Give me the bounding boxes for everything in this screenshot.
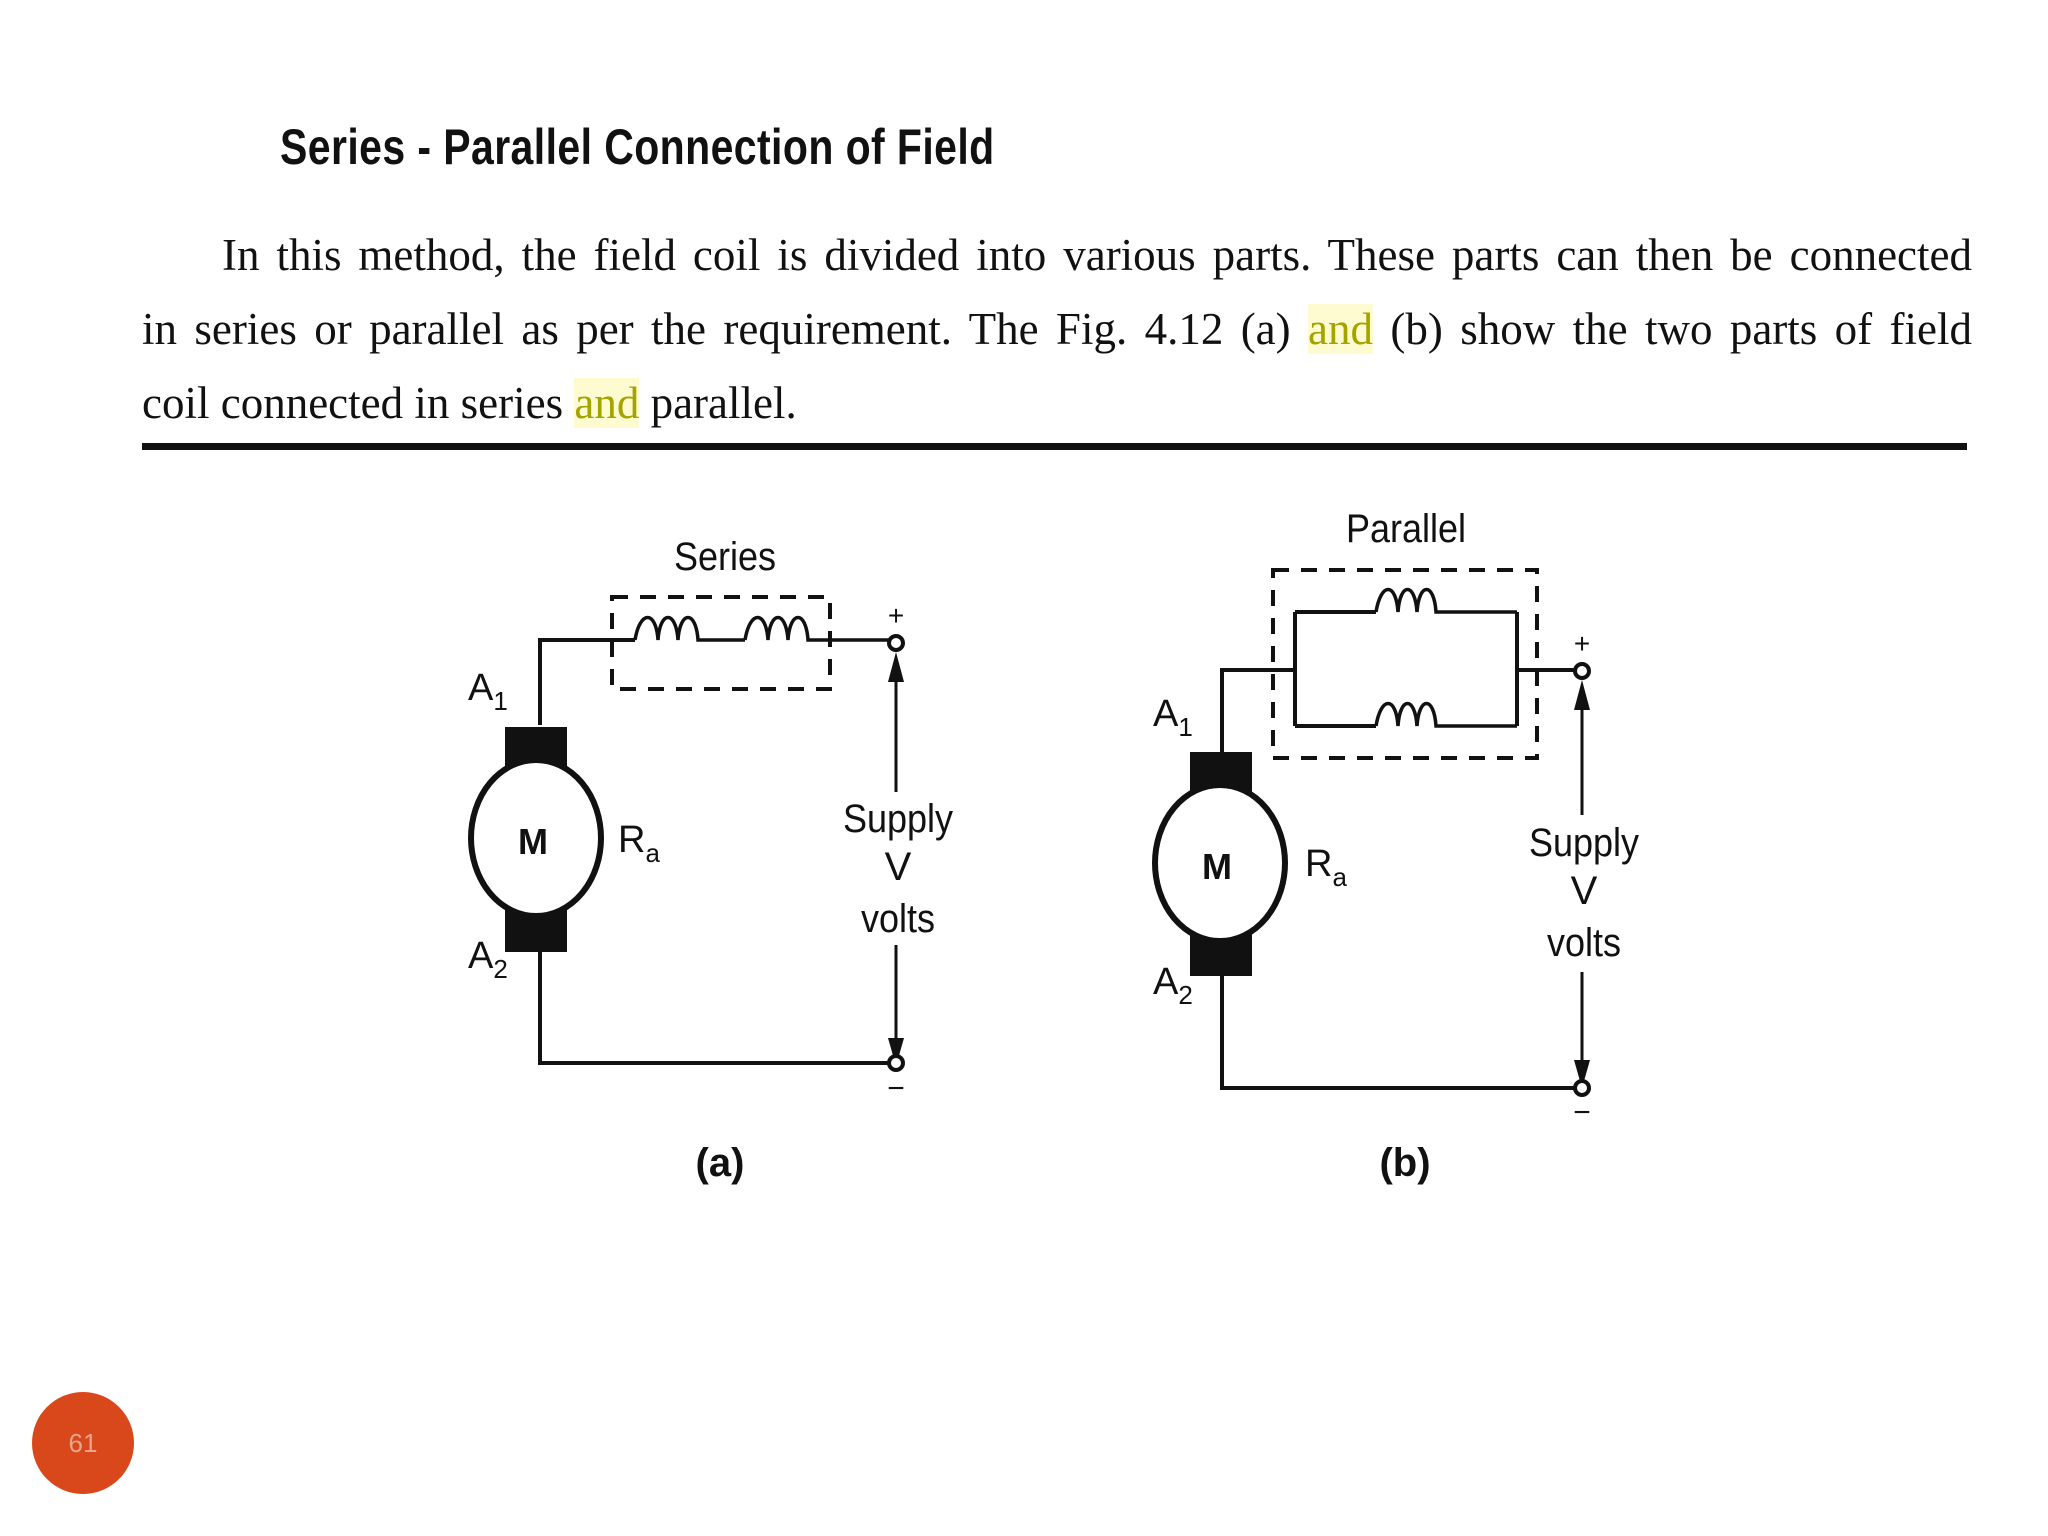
arrow-head-up: [1574, 680, 1590, 710]
supply-label: Supply: [1529, 821, 1639, 865]
parallel-coil-lower: [1374, 702, 1517, 728]
wire-a2-to-supply: [538, 952, 889, 1065]
figure-a-series-circuit: Series + Supply V volts − M A1 A2 Ra (a): [468, 535, 953, 1185]
highlighted-word: and: [1308, 304, 1374, 354]
minus-sign: −: [887, 1072, 905, 1105]
terminal-a1-label: A1: [468, 667, 508, 716]
negative-terminal: [1573, 1079, 1591, 1097]
arrow-head-up: [888, 652, 904, 682]
negative-terminal: [887, 1054, 905, 1072]
motor-armature: [1152, 782, 1288, 944]
section-heading: Series - Parallel Connection of Field: [280, 119, 995, 175]
series-coil-1: [633, 616, 745, 642]
arrow-head-down: [888, 1038, 904, 1066]
series-field-enclosure: [610, 595, 832, 691]
body-paragraph: In this method, the field coil is divide…: [142, 218, 1972, 440]
armature-resistance-label: Ra: [618, 819, 660, 868]
slide-number: 61: [68, 1427, 98, 1458]
figure-b-caption: (b): [1379, 1141, 1430, 1185]
paragraph-line-2: in series or parallel as per the require…: [142, 292, 1972, 366]
paragraph-text: (b) show the two parts of field: [1373, 304, 1973, 354]
figure-a-caption: (a): [696, 1141, 745, 1185]
paragraph-line-1: In this method, the field coil is divide…: [222, 230, 1972, 280]
supply-units: volts: [1547, 921, 1621, 965]
parallel-coil-upper: [1374, 588, 1517, 614]
series-coil-2: [743, 616, 893, 642]
parallel-field-enclosure: [1271, 568, 1539, 760]
parallel-label: Parallel: [1346, 507, 1466, 551]
supply-voltage-symbol: V: [1571, 869, 1598, 913]
paragraph-text: in series or parallel as per the require…: [142, 304, 1309, 354]
minus-sign: −: [1573, 1096, 1591, 1129]
wire-a1-to-node: [1220, 668, 1295, 760]
arrow-head-down: [1574, 1060, 1590, 1088]
terminal-a2-label: A2: [468, 935, 508, 984]
plus-sign: +: [888, 600, 904, 631]
motor-label: M: [1202, 846, 1232, 887]
supply-label: Supply: [843, 797, 953, 841]
positive-terminal: [887, 634, 905, 652]
paragraph-line-3: coil connected in series and parallel.: [142, 366, 1972, 440]
armature-resistance-label: Ra: [1305, 843, 1347, 892]
series-label: Series: [674, 535, 776, 579]
wire-a2-to-supply: [1220, 975, 1575, 1090]
motor-armature: [468, 757, 604, 919]
horizontal-divider: [142, 443, 1967, 450]
highlighted-word: and: [574, 378, 640, 428]
positive-terminal: [1573, 662, 1591, 680]
terminal-a2-label: A2: [1153, 961, 1193, 1010]
figure-b-parallel-circuit: Parallel + Supply V volts −: [1152, 507, 1639, 1185]
paragraph-text: coil connected in series: [142, 378, 575, 428]
plus-sign: +: [1574, 628, 1590, 659]
paragraph-text: parallel.: [639, 378, 797, 428]
motor-label: M: [518, 821, 548, 862]
terminal-a1-label: A1: [1153, 693, 1193, 742]
supply-units: volts: [861, 897, 935, 941]
slide-number-badge: 61: [32, 1392, 134, 1494]
supply-voltage-symbol: V: [885, 845, 912, 889]
wire-a1-to-coil: [538, 638, 635, 725]
